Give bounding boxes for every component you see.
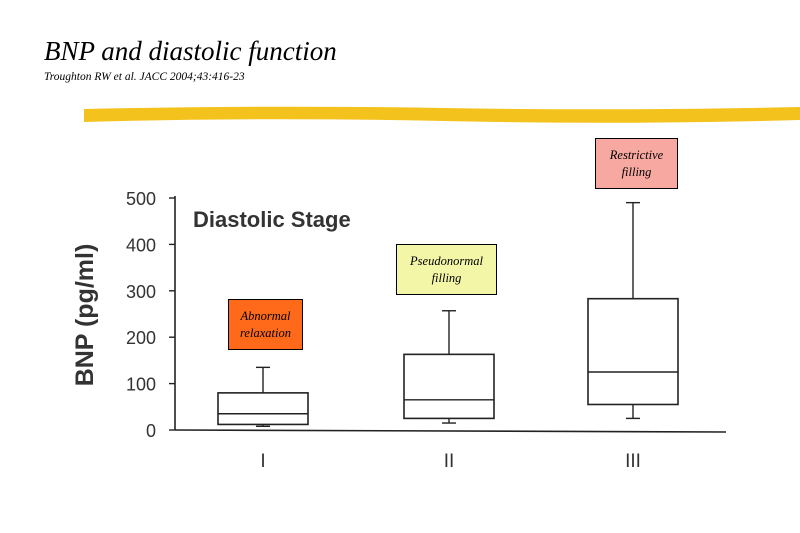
y-tick-label: 0 [146,421,156,441]
box-iqr [217,392,309,426]
callout-restrictive-filling: Restrictive filling [595,138,678,189]
callout-abnormal-relaxation: Abnormal relaxation [228,299,303,350]
box-iqr [403,353,495,420]
y-tick-label: 100 [126,375,156,395]
x-category-label: III [625,451,641,472]
y-tick-label: 200 [126,328,156,348]
x-category-label: II [444,451,455,472]
slide-citation: Troughton RW et al. JACC 2004;43:416-23 [44,71,245,83]
slide-title: BNP and diastolic function [44,36,337,66]
callout-pseudonormal-filling: Pseudonormal filling [396,244,497,295]
callout-abnormal-line1: Abnormal [240,308,291,323]
y-axis-label: BNP (pg/ml) [71,244,99,387]
callout-pseudonormal-line1: Pseudonormal [410,253,483,268]
callout-abnormal-line2: relaxation [240,325,291,340]
highlight-brush-stroke [84,106,800,123]
y-tick-label: 500 [126,189,156,209]
callout-restrictive-line1: Restrictive [609,147,664,162]
x-axis-line [174,429,727,433]
box-iqr [587,297,679,406]
chart-title: Diastolic Stage [193,207,351,232]
callout-pseudonormal-line2: filling [431,270,462,285]
callout-restrictive-line2: filling [621,164,652,179]
y-tick-label: 400 [126,235,156,255]
y-tick-label: 300 [126,282,156,302]
x-category-label: I [260,451,265,472]
